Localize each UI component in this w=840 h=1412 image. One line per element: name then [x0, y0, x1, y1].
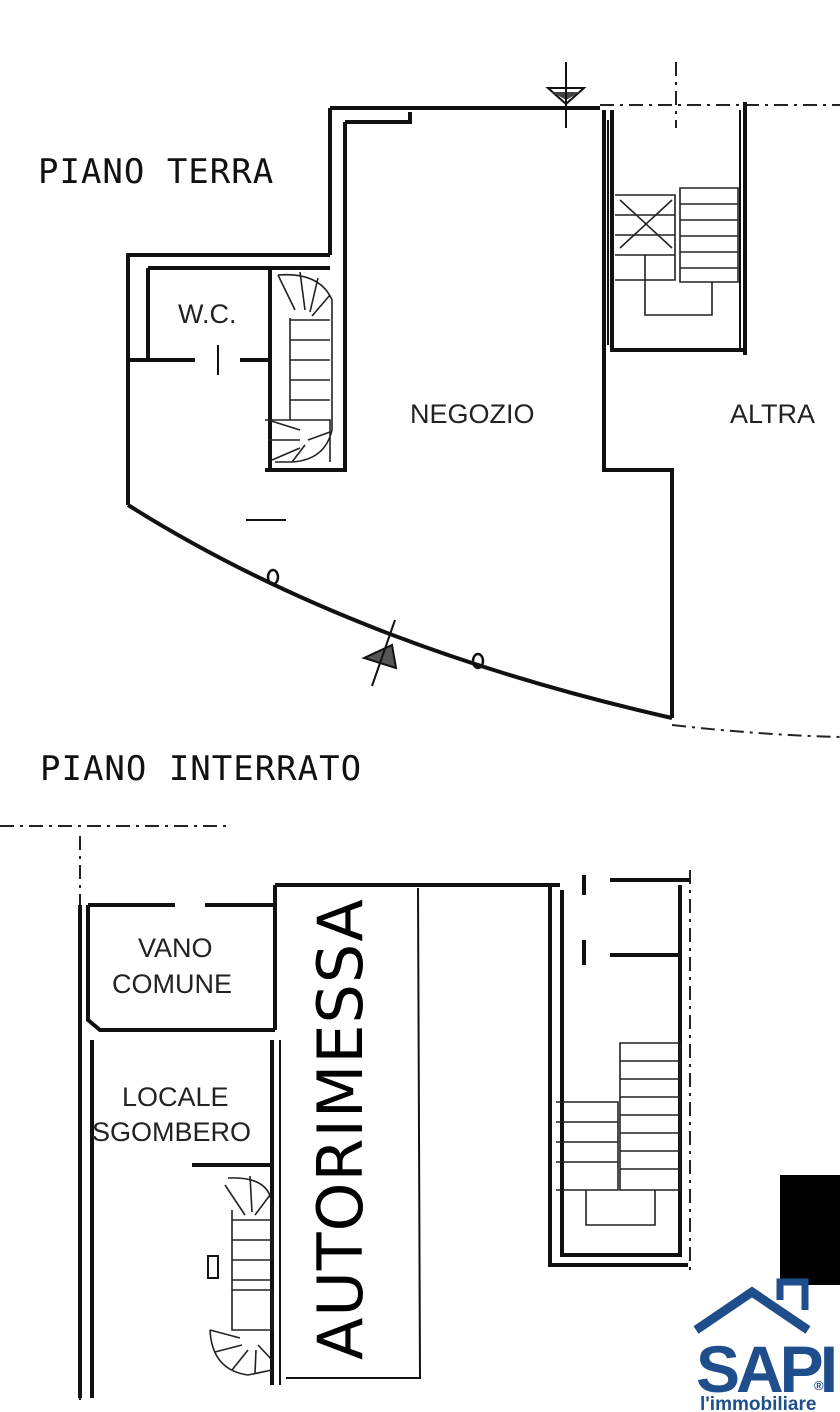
- logo-tagline: l'immobiliare: [700, 1394, 816, 1412]
- entrance-arrow-front: [361, 619, 398, 687]
- spiral-staircase-ground: [265, 271, 333, 463]
- ground-floor-walls: [126, 102, 747, 720]
- registered-mark: ®: [814, 1378, 824, 1393]
- column-marker: [266, 568, 280, 586]
- basement-walls: [78, 875, 690, 1398]
- room-label-autorimessa: AUTORIMESSA: [304, 898, 377, 1360]
- logo-brand: SAPI: [696, 1332, 834, 1406]
- room-label-comune: COMUNE: [112, 969, 232, 999]
- room-label-vano: VANO: [138, 933, 213, 963]
- staircase-basement-right: [556, 1042, 681, 1226]
- room-label-negozio: NEGOZIO: [410, 399, 535, 429]
- ground-floor-title: PIANO TERRA: [38, 152, 274, 192]
- room-label-wc: W.C.: [178, 299, 237, 329]
- column-marker: [471, 652, 485, 670]
- room-label-locale: LOCALE: [122, 1082, 229, 1112]
- black-tab: [780, 1175, 840, 1285]
- entrance-arrow-top: [545, 62, 587, 128]
- sapi-logo: SAPI ® l'immobiliare: [693, 1278, 838, 1412]
- staircase-altra: [615, 187, 739, 316]
- spiral-staircase-basement: [207, 1175, 273, 1376]
- room-label-altra: ALTRA: [730, 399, 815, 429]
- basement-title: PIANO INTERRATO: [40, 749, 362, 789]
- house-roof-icon: [693, 1286, 811, 1334]
- property-line: [671, 724, 840, 738]
- room-label-sgombero: SGOMBERO: [92, 1117, 251, 1147]
